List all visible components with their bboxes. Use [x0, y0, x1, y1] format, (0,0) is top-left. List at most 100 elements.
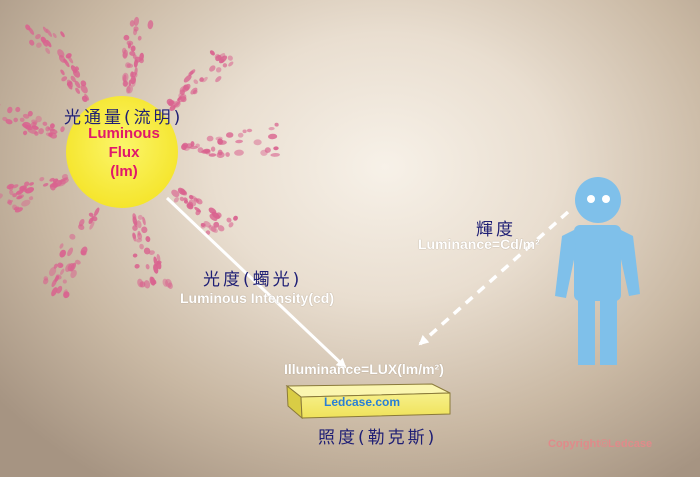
luminous-flux-cjk-label: 光通量(流明) — [64, 108, 184, 128]
ray-speck — [136, 220, 142, 229]
ray-speck — [12, 204, 18, 211]
ray-speck — [178, 94, 187, 103]
ray-speck — [49, 267, 57, 277]
ray-speck — [139, 52, 144, 61]
ray-speck — [173, 100, 181, 108]
ray-speck — [145, 264, 150, 270]
ray-speck — [30, 122, 37, 128]
ray-speck — [129, 51, 136, 56]
ray-speck — [143, 247, 151, 255]
ray-speck — [29, 182, 34, 186]
ray-speck — [93, 207, 100, 217]
luminance-label: Luminance=Cd/m² — [418, 236, 540, 252]
ray-speck — [228, 222, 234, 228]
ray-speck — [132, 253, 138, 258]
person-eye-left — [587, 195, 595, 203]
ray-speck — [273, 146, 279, 151]
ray-speck — [162, 278, 169, 287]
ray-speck — [27, 110, 33, 117]
ray-speck — [268, 126, 275, 131]
ray-speck — [202, 148, 211, 154]
ray-speck — [69, 233, 76, 240]
ray-speck — [59, 249, 66, 258]
ray-speck — [130, 71, 134, 78]
ray-speck — [129, 20, 135, 27]
ray-speck — [210, 146, 216, 152]
ray-speck — [173, 197, 179, 203]
sun-rays — [0, 16, 280, 299]
ray-speck — [52, 33, 57, 38]
ray-speck — [179, 188, 188, 196]
ray-speck — [206, 135, 214, 142]
ray-speck — [195, 198, 203, 205]
ray-speck — [53, 263, 58, 269]
ray-speck — [134, 263, 140, 269]
ray-speck — [199, 77, 204, 82]
ray-speck — [29, 39, 35, 46]
luminous-flux-label: Luminous Flux (lm) — [72, 124, 176, 181]
ray-speck — [35, 115, 42, 123]
ray-speck — [42, 121, 48, 126]
ray-speck — [45, 47, 51, 54]
ray-speck — [80, 250, 87, 256]
ray-speck — [177, 187, 186, 195]
illuminated-surface-box — [285, 383, 451, 420]
ray-speck — [6, 200, 14, 204]
ray-speck — [60, 69, 65, 76]
luminance-arrow — [418, 210, 570, 346]
ray-speck — [60, 31, 65, 38]
ray-speck — [147, 20, 154, 30]
ray-speck — [72, 69, 81, 78]
ray-speck — [188, 195, 194, 200]
ray-speck — [28, 196, 34, 201]
ray-speck — [15, 189, 24, 195]
ray-speck — [5, 119, 13, 125]
ray-speck — [88, 212, 94, 217]
ray-speck — [217, 138, 224, 145]
ray-speck — [179, 86, 186, 93]
ray-speck — [59, 263, 64, 268]
ray-speck — [39, 176, 45, 182]
ray-speck — [179, 196, 185, 202]
ray-speck — [67, 55, 74, 64]
ray-speck — [24, 187, 35, 194]
sun-core — [66, 96, 178, 208]
ray-speck — [235, 139, 243, 144]
ray-speck — [59, 243, 64, 249]
ray-speck — [49, 123, 55, 129]
ray-speck — [145, 236, 151, 243]
ray-speck — [13, 206, 20, 211]
ray-speck — [52, 181, 58, 188]
ray-speck — [192, 89, 198, 95]
ray-speck — [15, 106, 21, 113]
ray-speck — [24, 181, 30, 187]
ray-speck — [274, 122, 279, 127]
ray-speck — [190, 141, 195, 147]
ray-speck — [217, 149, 223, 156]
ray-speck — [78, 218, 85, 227]
ray-speck — [123, 81, 128, 87]
ray-speck — [21, 199, 31, 207]
ray-speck — [128, 79, 132, 86]
box-brand-text: Ledcase.com — [324, 395, 401, 409]
copyright-text: Copyright©Ledcase — [548, 438, 653, 450]
ray-speck — [203, 220, 212, 228]
ray-speck — [126, 84, 133, 94]
ray-speck — [19, 117, 25, 123]
ray-speck — [0, 193, 3, 200]
ray-speck — [167, 282, 173, 289]
ray-speck — [48, 132, 58, 139]
ray-speck — [133, 28, 138, 36]
ray-speck — [122, 52, 128, 58]
ray-speck — [150, 276, 156, 286]
ray-speck — [156, 260, 162, 265]
ray-speck — [60, 126, 65, 133]
ray-speck — [54, 275, 60, 282]
ray-speck — [12, 193, 17, 198]
ray-speck — [63, 58, 70, 68]
luminous-intensity-arrow — [165, 196, 347, 369]
ray-speck — [189, 69, 196, 75]
ray-speck — [215, 67, 222, 73]
